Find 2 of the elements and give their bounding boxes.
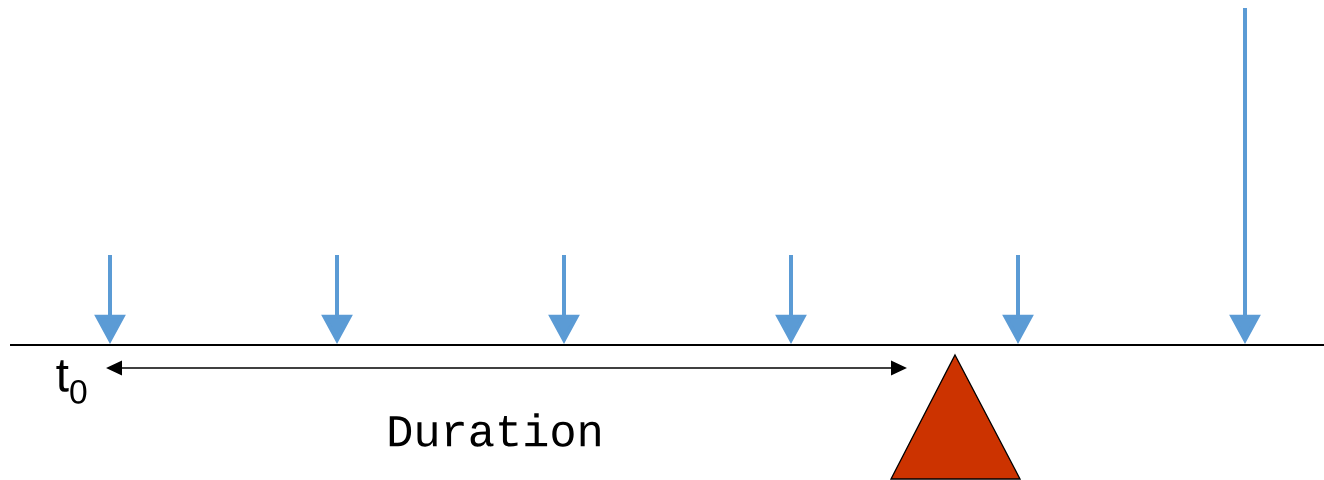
time-label: t$_{0}$: [56, 360, 87, 404]
dimension-label: Duration: [389, 413, 600, 447]
